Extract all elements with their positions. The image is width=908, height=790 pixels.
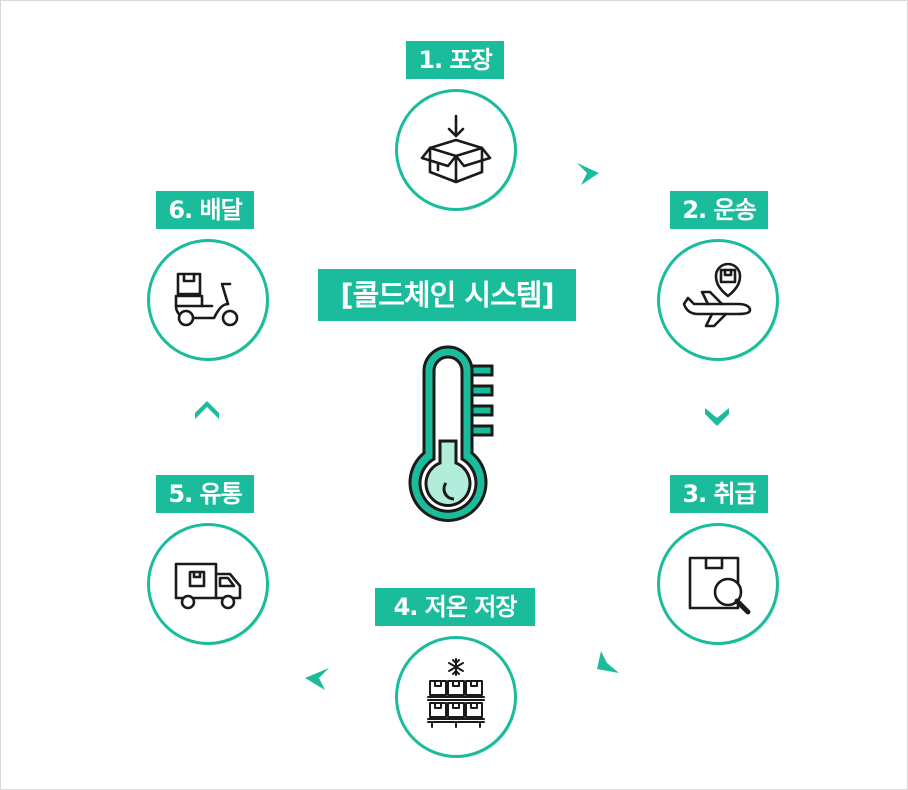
airplane-icon — [682, 262, 752, 328]
step-5-label: 5. 유통 — [156, 475, 254, 513]
box-magnifier-icon — [688, 556, 751, 615]
step-6-label: 6. 배달 — [156, 191, 254, 229]
snowflake-icon — [448, 658, 464, 676]
step-6-node — [147, 239, 271, 363]
step-3-circle — [657, 523, 779, 645]
truck-icon — [174, 562, 242, 610]
chevron-left-icon — [305, 668, 329, 690]
diagram-title: [콜드체인 시스템] — [318, 269, 576, 321]
step-1-circle — [395, 89, 517, 211]
step-6-circle — [147, 239, 269, 361]
thermometer-icon — [408, 345, 494, 522]
step-4-circle — [395, 636, 517, 758]
step-4-label: 4. 저온 저장 — [375, 588, 535, 626]
step-4-node — [395, 636, 519, 760]
step-1-label: 1. 포장 — [406, 41, 504, 79]
step-1-node — [395, 89, 519, 213]
step-2-label: 2. 운송 — [670, 191, 768, 229]
step-5-node — [147, 523, 271, 647]
scooter-icon — [174, 272, 239, 327]
step-2-node — [657, 239, 781, 363]
step-3-node — [657, 523, 781, 647]
frozen-pallet-icon — [427, 658, 485, 728]
step-2-circle — [657, 239, 779, 361]
step-3-label: 3. 취급 — [670, 475, 768, 513]
box-arrow-in-icon — [420, 114, 492, 184]
chevron-down-icon — [705, 408, 729, 426]
chevron-down-left-icon — [597, 651, 619, 673]
chevron-up-icon — [195, 401, 219, 419]
step-5-circle — [147, 523, 269, 645]
chevron-right-icon — [577, 163, 599, 185]
